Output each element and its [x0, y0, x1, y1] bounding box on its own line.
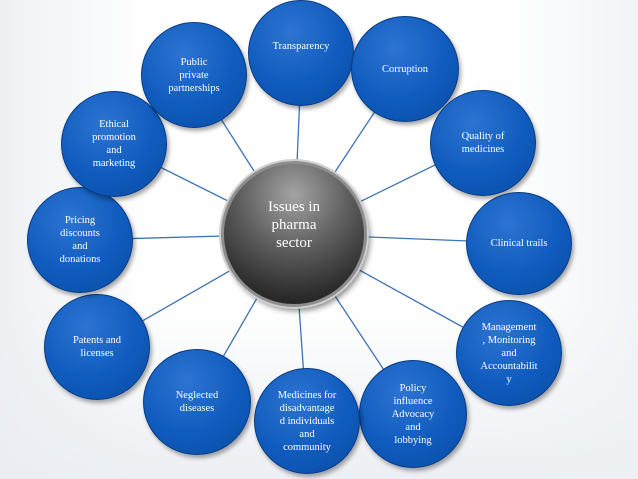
node-quality-label: Quality of medicines	[461, 131, 505, 155]
node-clinical: Clinical trails	[466, 192, 572, 295]
node-patents: Patents and licenses	[44, 294, 150, 400]
node-policy: Policy influence Advocacy and lobbying	[359, 360, 467, 468]
center-hub: Issues in pharma sector	[221, 161, 367, 307]
node-corruption: Corruption	[351, 16, 459, 122]
node-medicines: Medicines for disadvantage d individuals…	[254, 368, 360, 474]
node-medicines-label: Medicines for disadvantage d individuals…	[277, 389, 337, 453]
node-neglected: Neglected diseases	[143, 349, 251, 455]
center-hub-label: Issues in pharma sector	[267, 199, 321, 251]
node-neglected-label: Neglected diseases	[175, 390, 219, 414]
node-ethical-label: Ethical promotion and marketing	[92, 119, 136, 169]
node-management: Management , Monitoring and Accountabili…	[456, 300, 562, 406]
node-pricing: Pricing discounts and donations	[27, 187, 133, 293]
node-ethical: Ethical promotion and marketing	[61, 91, 167, 197]
node-policy-label: Policy influence Advocacy and lobbying	[391, 382, 435, 446]
node-pricing-label: Pricing discounts and donations	[59, 215, 101, 265]
node-clinical-label: Clinical trails	[490, 238, 548, 249]
node-corruption-label: Corruption	[381, 63, 429, 75]
node-transparency-label: Transparency	[272, 40, 330, 52]
node-management-label: Management , Monitoring and Accountabili…	[480, 321, 538, 385]
node-quality: Quality of medicines	[430, 90, 536, 196]
node-transparency: Transparency	[248, 0, 354, 106]
node-patents-label: Patents and licenses	[72, 335, 122, 359]
node-public-label: Public private partnerships	[168, 56, 220, 94]
node-public: Public private partnerships	[141, 22, 247, 128]
